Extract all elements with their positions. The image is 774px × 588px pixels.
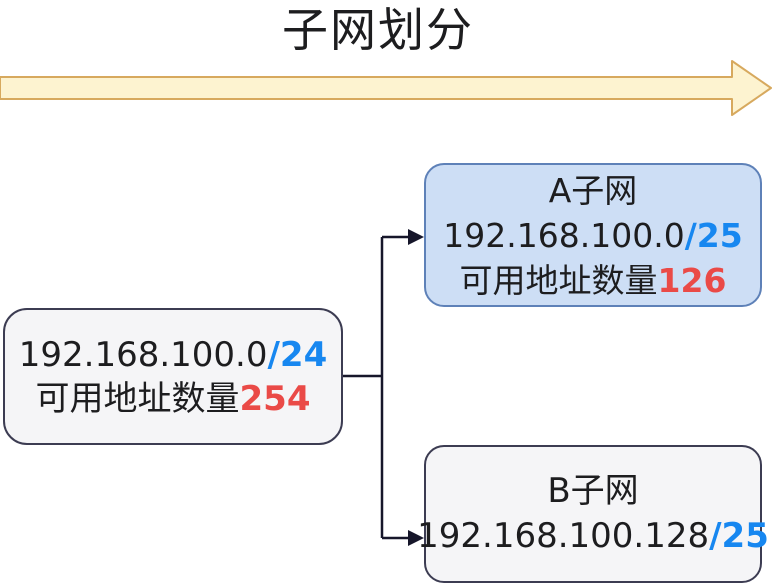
subnet-b-box: B子网 192.168.100.128/25 bbox=[417, 445, 769, 583]
parent-address: 192.168.100.0 bbox=[18, 334, 268, 375]
parent-count-line: 可用地址数量254 bbox=[36, 377, 311, 421]
subnet-b-address-line: 192.168.100.128/25 bbox=[417, 514, 769, 559]
flow-arrow-shape bbox=[0, 60, 772, 116]
flow-arrow bbox=[0, 60, 772, 116]
subnet-a-count-line: 可用地址数量126 bbox=[460, 258, 727, 303]
parent-address-line: 192.168.100.0/24 bbox=[19, 333, 327, 377]
subnet-a-mask: /25 bbox=[684, 215, 743, 255]
subnet-b-name: B子网 bbox=[547, 471, 639, 511]
subnet-a-address-line: 192.168.100.0/25 bbox=[443, 213, 742, 258]
subnet-a-box: A子网 192.168.100.0/25 可用地址数量126 bbox=[424, 163, 762, 307]
subnet-a-name: A子网 bbox=[548, 170, 638, 210]
page-title: 子网划分 bbox=[282, 3, 474, 57]
parent-count-value: 254 bbox=[239, 378, 311, 419]
arrowhead-subnet-a-icon bbox=[408, 229, 424, 245]
connector-path bbox=[343, 235, 410, 540]
parent-network-box: 192.168.100.0/24 可用地址数量254 bbox=[3, 308, 343, 445]
subnet-a-address: 192.168.100.0 bbox=[443, 215, 685, 255]
subnet-a-count-value: 126 bbox=[657, 260, 727, 300]
subnet-a-count-label: 可用地址数量 bbox=[459, 260, 658, 300]
subnet-b-mask: /25 bbox=[709, 516, 769, 556]
subnet-b-address: 192.168.100.128 bbox=[417, 516, 710, 556]
parent-count-label: 可用地址数量 bbox=[35, 378, 240, 419]
parent-mask: /24 bbox=[267, 334, 328, 375]
